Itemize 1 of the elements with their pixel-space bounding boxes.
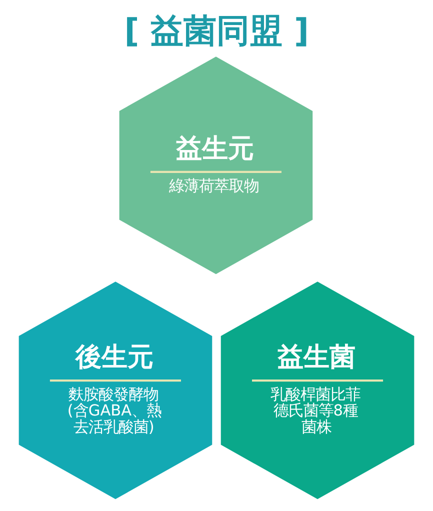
diagram-title: [ 益菌同盟 ] (124, 12, 309, 50)
